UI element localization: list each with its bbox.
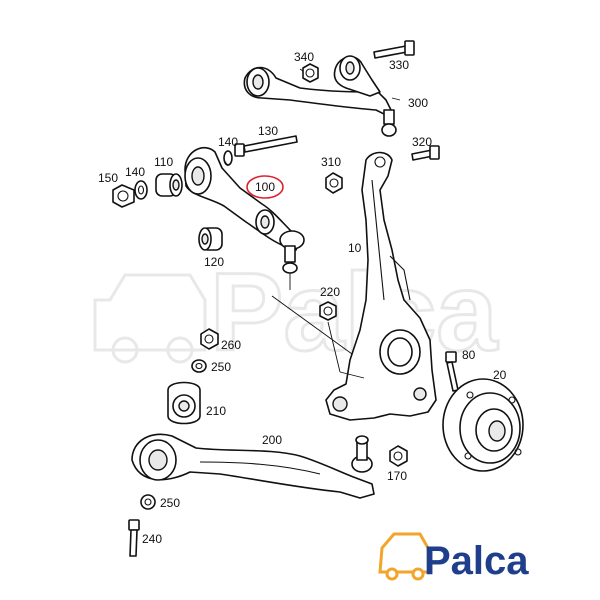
leader-lines bbox=[223, 68, 401, 379]
callout-340: 340 bbox=[294, 50, 314, 64]
callout-300: 300 bbox=[408, 96, 428, 110]
callout-80: 80 bbox=[462, 348, 476, 362]
callout-140-upper: 140 bbox=[218, 135, 238, 149]
logo-car-icon bbox=[378, 532, 432, 574]
bolt-80 bbox=[445, 351, 459, 392]
bolt-330 bbox=[373, 40, 415, 59]
washer-250-lower bbox=[140, 494, 156, 510]
bolt-240 bbox=[128, 519, 140, 557]
nut-260 bbox=[200, 328, 219, 350]
callout-20: 20 bbox=[493, 368, 507, 382]
callout-150: 150 bbox=[98, 171, 118, 185]
callout-10: 10 bbox=[348, 241, 362, 255]
callout-310: 310 bbox=[321, 155, 341, 169]
nut-220 bbox=[319, 301, 337, 321]
callout-170: 170 bbox=[387, 469, 407, 483]
callout-120: 120 bbox=[204, 255, 224, 269]
callout-labels: 340 330 300 140 130 320 150 140 110 100 … bbox=[98, 50, 507, 546]
bolt-320 bbox=[411, 145, 440, 161]
callout-330: 330 bbox=[389, 58, 409, 72]
callout-110: 110 bbox=[154, 155, 173, 169]
logo-text: Palca bbox=[424, 539, 529, 583]
callout-220: 220 bbox=[320, 285, 340, 299]
lower-control-arm bbox=[131, 433, 375, 499]
nut-150 bbox=[112, 184, 135, 208]
nut-340 bbox=[302, 63, 319, 83]
steering-knuckle bbox=[325, 151, 437, 421]
bushing-110 bbox=[155, 173, 183, 197]
callout-260: 260 bbox=[221, 338, 241, 352]
washer-140-upper bbox=[223, 150, 233, 166]
callout-200: 200 bbox=[262, 433, 282, 447]
callout-100-highlight bbox=[246, 175, 284, 199]
nut-310 bbox=[325, 172, 343, 194]
callout-140-left: 140 bbox=[125, 165, 145, 179]
callout-100: 100 bbox=[255, 180, 275, 194]
bolt-130 bbox=[234, 135, 298, 157]
callout-250-upper: 250 bbox=[211, 360, 231, 374]
callout-240: 240 bbox=[142, 532, 162, 546]
nut-170 bbox=[389, 445, 408, 467]
callout-320: 320 bbox=[412, 135, 432, 149]
callout-210: 210 bbox=[206, 404, 226, 418]
washer-250-upper bbox=[191, 359, 207, 373]
callout-130: 130 bbox=[258, 124, 278, 138]
bushing-120 bbox=[198, 227, 223, 251]
bushing-210 bbox=[167, 381, 201, 425]
washer-140-left bbox=[134, 180, 148, 200]
palca-logo: Palca bbox=[378, 532, 529, 583]
upper-control-arm bbox=[243, 55, 397, 137]
control-arm-100 bbox=[184, 146, 305, 290]
wheel-hub bbox=[442, 378, 524, 472]
callout-250-lower: 250 bbox=[160, 496, 180, 510]
